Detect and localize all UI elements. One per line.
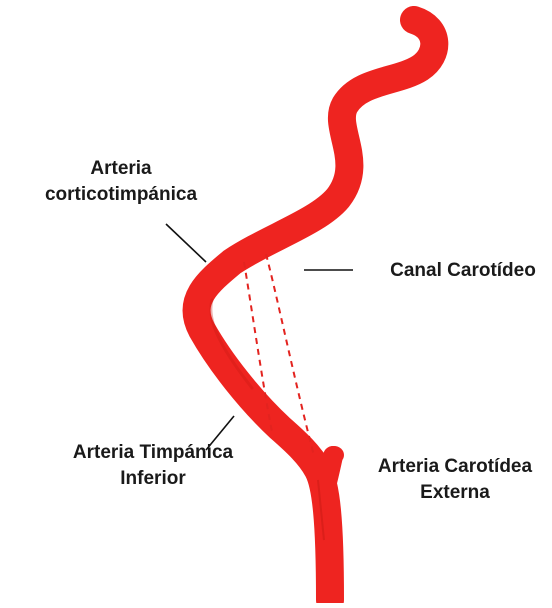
label-carotid-canal-text: Canal Carotídeo <box>378 258 548 284</box>
label-inferior-tympanic-artery: Arteria Timpánica Inferior <box>48 440 258 492</box>
label-external-carotid-line2: Externa <box>358 480 552 506</box>
label-corticotympanic-artery: Arteria corticotimpánica <box>26 156 216 208</box>
label-corticotympanic-line1: Arteria <box>26 156 216 182</box>
internal-carotid-artery <box>197 20 435 600</box>
external-carotid-stump <box>324 446 344 464</box>
label-inferior-tympanic-line2: Inferior <box>48 466 258 492</box>
label-external-carotid-line1: Arteria Carotídea <box>358 454 552 480</box>
label-carotid-canal: Canal Carotídeo <box>378 258 548 284</box>
label-inferior-tympanic-line1: Arteria Timpánica <box>48 440 258 466</box>
label-external-carotid-artery: Arteria Carotídea Externa <box>358 454 552 506</box>
leader-corticotympanic <box>166 224 206 262</box>
label-corticotympanic-line2: corticotimpánica <box>26 182 216 208</box>
